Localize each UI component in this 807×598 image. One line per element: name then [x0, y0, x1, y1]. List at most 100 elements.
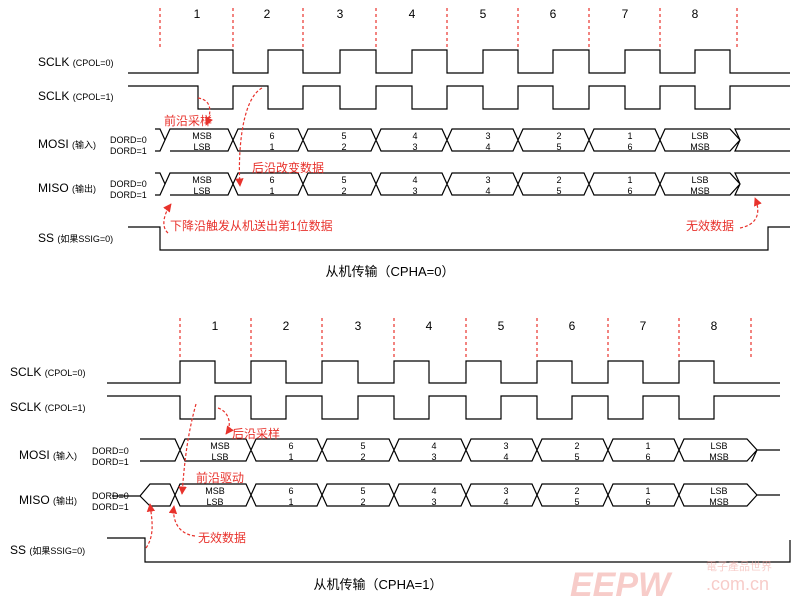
bit-label: 5: [341, 175, 346, 185]
note-front-sample: 前沿采样: [164, 113, 212, 128]
bit-label: 4: [485, 142, 490, 152]
miso-label: MISO (输出): [38, 181, 96, 195]
bit-label: MSB: [709, 497, 729, 507]
bit-label: 4: [503, 452, 508, 462]
bit-number: 3: [337, 7, 344, 21]
bit-label: 3: [485, 131, 490, 141]
bit-label: LSB: [206, 497, 223, 507]
bit-label: 4: [485, 186, 490, 196]
bit-label: 3: [412, 186, 417, 196]
bit-label: 6: [269, 175, 274, 185]
edge-guides: [159, 8, 738, 48]
bit-label: 5: [341, 131, 346, 141]
eepw-watermark: EEPW 電子產品世界 .com.cn: [570, 559, 772, 598]
annotations: 后沿采样 前沿驱动 无效数据: [145, 403, 280, 549]
diagram-cpha1: 1 2 3 4 5 6 7 8 SCLK (CPOL=0) SCLK (CPOL…: [10, 318, 791, 592]
bit-number: 4: [409, 7, 416, 21]
bit-label: 3: [431, 497, 436, 507]
arrow-invalid: [739, 197, 762, 229]
ss-label: SS (如果SSIG=0): [38, 231, 113, 245]
dord0-label: DORD=0: [110, 135, 147, 145]
sclk-cpol0-label: SCLK (CPOL=0): [10, 365, 85, 379]
bit-number: 5: [480, 7, 487, 21]
bit-label: 6: [627, 142, 632, 152]
sclk-cpol0-wave: [128, 49, 790, 74]
arrow-invalid-1: [145, 503, 156, 549]
bit-label: LSB: [710, 441, 727, 451]
note-front-drive: 前沿驱动: [196, 470, 244, 485]
annotations: 前沿采样 后沿改变数据 下降沿触发从机送出第1位数据 无效数据: [163, 87, 762, 234]
miso-bit-labels: MSB LSB 6 1 5 2 4 3 3 4 2 5 1 6 LSB MSB: [205, 486, 729, 507]
bit-number: 1: [212, 319, 219, 333]
bit-label: 3: [503, 441, 508, 451]
bit-label: 2: [360, 497, 365, 507]
bit-label: 1: [288, 452, 293, 462]
bit-label: LSB: [710, 486, 727, 496]
bit-label: 3: [431, 452, 436, 462]
bit-number-row: 1 2 3 4 5 6 7 8: [212, 319, 718, 333]
watermark-logo: EEPW: [570, 566, 673, 598]
caption-cpha0: 从机传输（CPHA=0）: [326, 264, 455, 279]
edge-guides: [179, 318, 752, 358]
bit-label: 5: [360, 441, 365, 451]
bit-label: 2: [341, 186, 346, 196]
bit-label: 6: [645, 497, 650, 507]
bit-number: 3: [355, 319, 362, 333]
bit-label: MSB: [690, 186, 710, 196]
dord1-label: DORD=1: [92, 502, 129, 512]
bit-label: 2: [574, 486, 579, 496]
ss-label: SS (如果SSIG=0): [10, 543, 85, 557]
sclk-cpol1-label: SCLK (CPOL=1): [38, 89, 113, 103]
bit-label: 2: [574, 441, 579, 451]
bit-label: 6: [269, 131, 274, 141]
sclk-cpol1-label: SCLK (CPOL=1): [10, 400, 85, 414]
bit-number: 7: [622, 7, 629, 21]
bit-label: 1: [627, 131, 632, 141]
note-first-bit: 下降沿触发从机送出第1位数据: [170, 218, 333, 233]
bit-label: MSB: [192, 131, 212, 141]
bit-label: MSB: [205, 486, 225, 496]
ss-wave: [128, 226, 790, 251]
mosi-label: MOSI (输入): [19, 448, 77, 462]
bit-label: 3: [503, 486, 508, 496]
mosi-bit-labels: MSB LSB 6 1 5 2 4 3 3 4 2 5 1 6 LSB MSB: [210, 441, 729, 462]
bit-label: 4: [431, 441, 436, 451]
bit-label: 1: [288, 497, 293, 507]
bit-label: LSB: [193, 186, 210, 196]
waveforms: [128, 49, 790, 251]
bit-label: 3: [485, 175, 490, 185]
bit-number: 7: [640, 319, 647, 333]
bit-label: 5: [556, 186, 561, 196]
mosi-bit-labels: MSB LSB 6 1 5 2 4 3 3 4 2 5 1 6 LSB MSB: [192, 131, 710, 152]
bit-label: 1: [645, 441, 650, 451]
note-invalid-data: 无效数据: [686, 218, 734, 233]
bit-label: 5: [360, 486, 365, 496]
dord0-label: DORD=0: [92, 446, 129, 456]
arrow-first-bit: [163, 203, 172, 234]
bit-label: 4: [412, 175, 417, 185]
bit-label: 2: [556, 175, 561, 185]
arrow-sample: [197, 97, 213, 126]
sclk-cpol0-label: SCLK (CPOL=0): [38, 55, 113, 69]
bit-number: 6: [569, 319, 576, 333]
mosi-bus-wave: [155, 128, 790, 152]
arrow-front-drive: [178, 403, 197, 495]
bit-label: MSB: [192, 175, 212, 185]
mosi-bus-wave: [140, 438, 780, 462]
caption-cpha1: 从机传输（CPHA=1）: [314, 577, 443, 592]
dord0-label: DORD=0: [110, 179, 147, 189]
bit-label: 5: [556, 142, 561, 152]
bit-label: LSB: [691, 175, 708, 185]
bit-label: MSB: [690, 142, 710, 152]
bit-number: 2: [264, 7, 271, 21]
arrow-back-sample: [217, 407, 234, 435]
sclk-cpol1-wave: [128, 85, 790, 110]
signal-labels: SCLK (CPOL=0) SCLK (CPOL=1) MOSI (输入) MI…: [38, 55, 147, 245]
bit-label: 5: [574, 452, 579, 462]
dord1-label: DORD=1: [92, 457, 129, 467]
bit-label: 1: [269, 142, 274, 152]
bit-number: 8: [692, 7, 699, 21]
miso-label: MISO (输出): [19, 493, 77, 507]
bit-label: 2: [556, 131, 561, 141]
